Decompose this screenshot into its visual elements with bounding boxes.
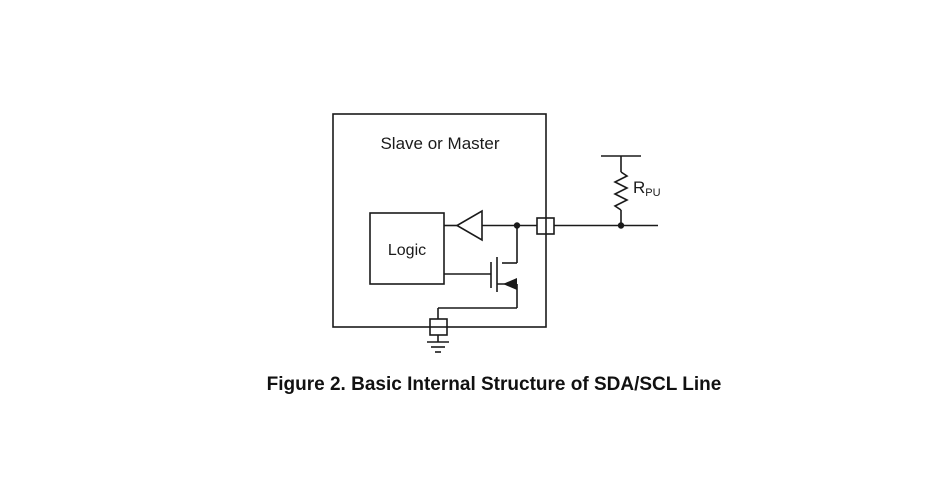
- input-buffer: [455, 209, 483, 242]
- logic-label: Logic: [388, 242, 426, 259]
- source-arrow: [503, 278, 517, 290]
- junction-dot-pullup: [617, 222, 625, 229]
- resistor-label: RPU: [633, 178, 661, 199]
- junction-dot-buffer: [513, 222, 521, 229]
- pullup-resistor: [613, 171, 629, 211]
- device-block: [332, 113, 547, 328]
- block-label: Slave or Master: [380, 134, 499, 153]
- logic-block: [369, 212, 445, 285]
- resistor-label-subscript: PU: [645, 187, 660, 199]
- figure-caption: Figure 2. Basic Internal Structure of SD…: [266, 374, 722, 395]
- resistor-label-main: R: [633, 178, 645, 197]
